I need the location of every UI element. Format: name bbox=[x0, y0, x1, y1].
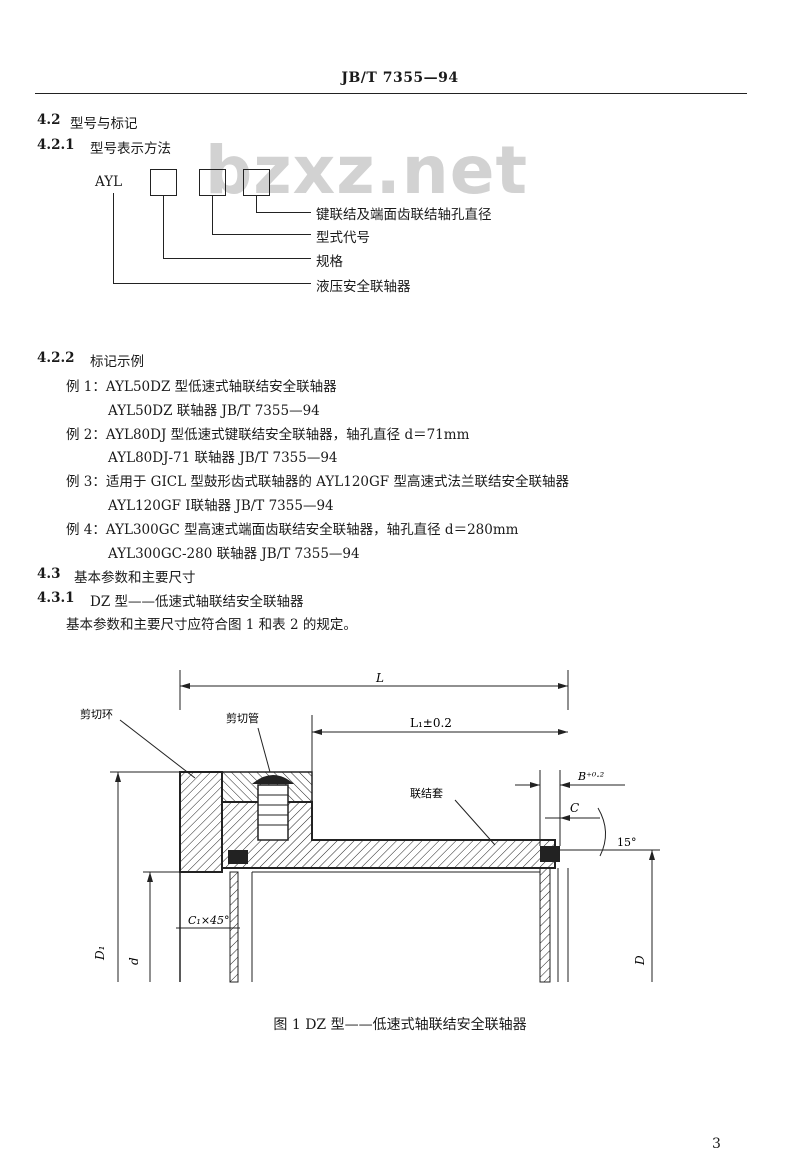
label-shear-ring: 剪切环 bbox=[80, 707, 113, 721]
label-spec: 规格 bbox=[316, 254, 343, 270]
section-4-2-2-title: 标记示例 bbox=[90, 354, 144, 370]
dimension-d bbox=[143, 871, 180, 982]
page-number: 3 bbox=[712, 1136, 721, 1152]
section-4-3-1-number: 4.3.1 bbox=[37, 590, 75, 606]
right-seal bbox=[540, 846, 560, 862]
model-prefix: AYL bbox=[95, 174, 123, 190]
label-C: C bbox=[570, 801, 579, 815]
leader-bore-h bbox=[256, 212, 311, 213]
dimension-L bbox=[179, 670, 569, 710]
section-4-2-1-title: 型号表示方法 bbox=[90, 141, 171, 157]
section-4-2-title: 型号与标记 bbox=[70, 116, 138, 132]
dimension-B bbox=[515, 770, 625, 846]
left-shaft-band bbox=[229, 871, 239, 983]
label-d: d bbox=[127, 957, 141, 965]
section-4-2-2-number: 4.2.2 bbox=[37, 350, 75, 366]
example-4-line-2: AYL300GC-280 联轴器 JB/T 7355—94 bbox=[108, 546, 360, 562]
leader-sleeve bbox=[454, 799, 496, 846]
dimension-D1 bbox=[110, 771, 180, 982]
section-4-3-title: 基本参数和主要尺寸 bbox=[74, 570, 196, 586]
right-shaft-band bbox=[539, 867, 551, 983]
leader-bore-v bbox=[256, 196, 257, 212]
label-coupling-name: 液压安全联轴器 bbox=[316, 279, 411, 295]
example-1-line-2: AYL50DZ 联轴器 JB/T 7355—94 bbox=[108, 403, 320, 419]
label-bore-diameter: 键联结及端面齿联结轴孔直径 bbox=[316, 207, 492, 223]
leader-spec-h bbox=[163, 258, 311, 259]
shear-ring-body bbox=[179, 771, 223, 873]
label-angle: 15° bbox=[617, 836, 637, 849]
section-4-2-1-number: 4.2.1 bbox=[37, 137, 75, 153]
figure-1-caption: 图 1 DZ 型——低速式轴联结安全联轴器 bbox=[273, 1017, 527, 1033]
dimension-D bbox=[649, 850, 655, 982]
type-code-box bbox=[199, 169, 226, 196]
angle-arc bbox=[597, 807, 606, 857]
leader-prefix-h bbox=[113, 283, 311, 284]
bore-diameter-box bbox=[243, 169, 270, 196]
label-type-code: 型式代号 bbox=[316, 230, 370, 246]
leader-type-h bbox=[212, 234, 311, 235]
dimension-L1 bbox=[311, 715, 568, 780]
figure-1-drawing: 剪切环 剪切管 联结套 L L₁±0.2 B⁺⁰·² C 15° C₁×45° … bbox=[80, 670, 660, 983]
watermark: bzxz.net bbox=[205, 132, 529, 209]
paragraph-4-3-1: 基本参数和主要尺寸应符合图 1 和表 2 的规定。 bbox=[66, 617, 357, 633]
spec-box bbox=[150, 169, 177, 196]
label-L: L bbox=[375, 671, 384, 685]
leader-shear-tube bbox=[257, 727, 271, 773]
leader-type-v bbox=[212, 196, 213, 234]
section-4-3-1-title: DZ 型——低速式轴联结安全联轴器 bbox=[90, 594, 304, 610]
label-L1: L₁±0.2 bbox=[410, 716, 452, 730]
label-D1: D₁ bbox=[93, 946, 107, 961]
example-2-line-2: AYL80DJ-71 联轴器 JB/T 7355—94 bbox=[108, 450, 338, 466]
header-rule bbox=[35, 93, 747, 94]
coupling-sleeve bbox=[221, 801, 556, 869]
leader-spec-v bbox=[163, 196, 164, 258]
example-2-line-1: 例 2：AYL80DJ 型低速式键联结安全联轴器，轴孔直径 d＝71mm bbox=[66, 427, 470, 443]
label-shear-tube: 剪切管 bbox=[226, 711, 259, 725]
label-chamfer: C₁×45° bbox=[188, 914, 230, 927]
example-1-line-1: 例 1：AYL50DZ 型低速式轴联结安全联轴器 bbox=[66, 379, 337, 395]
dimension-C bbox=[545, 815, 600, 821]
shear-tube-cap bbox=[252, 775, 294, 784]
left-seal bbox=[228, 850, 248, 864]
label-D: D bbox=[633, 955, 647, 966]
shear-tube bbox=[257, 784, 289, 841]
header-standard-no: JB/T 7355—94 bbox=[341, 70, 459, 86]
section-4-2-number: 4.2 bbox=[37, 112, 61, 128]
leader-prefix-v bbox=[113, 193, 114, 283]
section-4-3-number: 4.3 bbox=[37, 566, 61, 582]
example-3-line-1: 例 3：适用于 GICL 型鼓形齿式联轴器的 AYL120GF 型高速式法兰联结… bbox=[66, 474, 569, 490]
example-3-line-2: AYL120GF Ⅰ联轴器 JB/T 7355—94 bbox=[108, 498, 334, 514]
example-4-line-1: 例 4：AYL300GC 型高速式端面齿联结安全联轴器，轴孔直径 d＝280mm bbox=[66, 522, 519, 538]
label-sleeve: 联结套 bbox=[410, 787, 443, 800]
leader-shear-ring bbox=[119, 719, 196, 779]
label-B: B⁺⁰·² bbox=[577, 770, 604, 783]
